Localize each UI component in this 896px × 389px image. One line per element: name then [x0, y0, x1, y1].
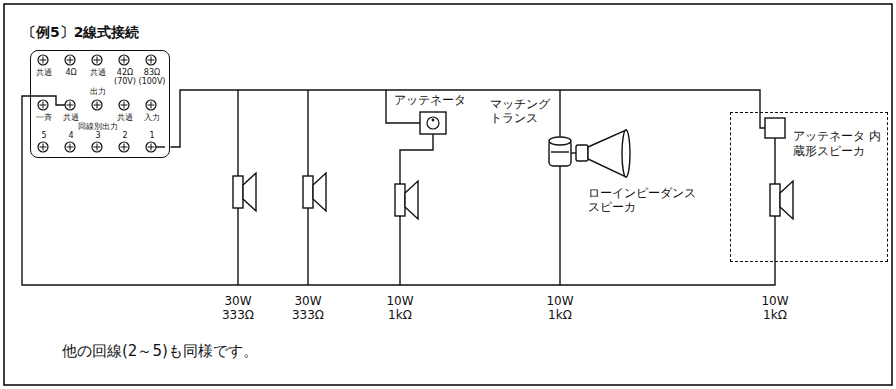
drawing-part — [38, 100, 48, 110]
drawing-part — [303, 173, 326, 211]
terminal-label: 5 — [41, 132, 46, 140]
drawing-part — [432, 119, 435, 122]
drawing-part — [119, 100, 129, 110]
part-label: マッチング トランス — [490, 97, 554, 126]
drawing-part — [559, 90, 560, 285]
terminal-label: 4 — [68, 132, 73, 140]
drawing-part — [770, 181, 793, 219]
drawing-part — [119, 142, 129, 152]
drawing-part — [549, 137, 571, 145]
wire-connector — [170, 90, 760, 147]
drawing-part — [760, 112, 765, 128]
terminal-label: 出力 — [90, 88, 106, 96]
drawing-part — [146, 55, 156, 65]
rating-label: 10W 1kΩ — [538, 294, 582, 323]
rating-label: 10W 1kΩ — [378, 294, 422, 323]
diagram-title: 〔例5〕2線式接続 — [22, 24, 139, 41]
drawing-part — [146, 142, 156, 152]
terminal-label: 共通 — [36, 69, 52, 77]
drawing-part — [38, 55, 48, 65]
box-label: アッテネータ 内蔵形スピーカ — [793, 129, 883, 159]
load-wires — [238, 90, 775, 285]
terminal-label: 入力 — [144, 114, 160, 122]
terminal-label: 一斉 — [36, 114, 52, 122]
rating-label: 30W 333Ω — [286, 294, 330, 323]
rating-label: 30W 333Ω — [216, 294, 260, 323]
drawing-part — [622, 130, 630, 177]
terminal-label: (70V) — [114, 78, 136, 86]
amplifier-terminal-panel: 共通4Ω共通42Ω83Ω(70V)(100V)出力一斉共通共通入力回線別出力54… — [30, 50, 170, 158]
drawing-part — [92, 55, 102, 65]
drawing-part — [551, 151, 569, 152]
outer-frame — [4, 4, 892, 385]
drawing-part — [571, 152, 576, 153]
terminal-label: 共通 — [90, 69, 106, 77]
drawing-part — [65, 100, 75, 110]
part-label: アッテネータ — [394, 93, 466, 107]
terminal-label: (100V) — [139, 78, 166, 86]
drawing-part — [420, 112, 446, 134]
drawing-part — [427, 117, 439, 129]
speaker-symbol — [233, 173, 793, 219]
terminal-label: 4Ω — [65, 69, 76, 77]
drawing-part — [30, 96, 65, 105]
drawing-part — [65, 142, 75, 152]
drawing-part — [765, 118, 785, 138]
terminal-label: 共通 — [63, 114, 79, 122]
drawing-part — [395, 181, 418, 219]
drawing-part — [588, 130, 626, 177]
drawing-part — [38, 142, 48, 152]
built-in-attenuator-speaker-box: アッテネータ 内蔵形スピーカ — [730, 112, 888, 262]
terminal-label: 2 — [122, 132, 127, 140]
connector-layer — [22, 90, 775, 285]
panel-wires — [30, 96, 165, 147]
note-caption: 他の回線(2～5)も同様です。 — [62, 342, 258, 360]
horn-speaker — [571, 130, 630, 177]
drawing-part — [92, 142, 102, 152]
terminal-label: 共通 — [117, 114, 133, 122]
terminal-label: 83Ω — [144, 69, 160, 77]
terminal-label: 1 — [149, 132, 154, 140]
drawing-part — [119, 55, 129, 65]
drawing-part — [92, 100, 102, 110]
terminal-label: 3 — [95, 132, 100, 140]
terminal-label: 回線別出力 — [78, 123, 118, 131]
drawing-part — [156, 146, 165, 147]
wire-connector — [22, 96, 775, 285]
drawing-part — [576, 145, 588, 161]
matching-transformer — [549, 137, 571, 166]
drawing-part — [65, 55, 75, 65]
drawing-part — [233, 173, 256, 211]
drawing-part — [146, 100, 156, 110]
terminal-label: 42Ω — [117, 69, 133, 77]
part-label: ローインピーダンス スピーカ — [588, 186, 700, 215]
rating-label: 10W 1kΩ — [753, 294, 797, 323]
